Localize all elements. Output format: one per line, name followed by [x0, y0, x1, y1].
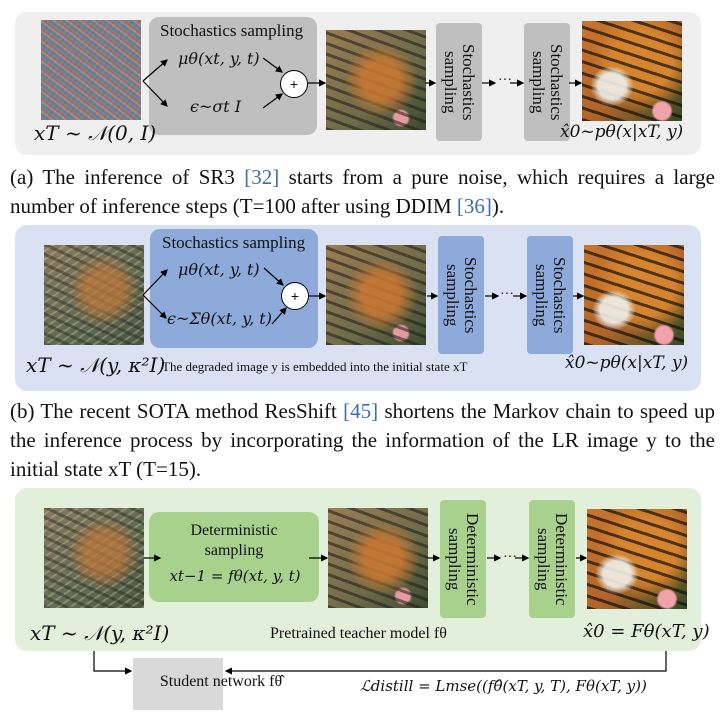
stochastic-step-box-b2: Stochastics sampling — [527, 236, 573, 354]
intermediate-tiger-image-c — [328, 508, 428, 608]
intermediate-tiger-image-a — [326, 30, 426, 130]
citation-link[interactable]: [32] — [244, 165, 280, 189]
step-label: Deterministic sampling — [534, 512, 571, 606]
teacher-model-label: Pretrained teacher model fθ — [270, 625, 447, 642]
embedding-note-b: The degraded image y is embedded into th… — [162, 359, 468, 374]
ellipsis-a: ··· — [498, 73, 512, 88]
mu-expression-a: μθ(xt, y, t) — [178, 49, 260, 68]
stochastic-step-box-a1: Stochastics sampling — [436, 23, 482, 141]
noise-image — [41, 20, 141, 120]
plus-node-a: + — [280, 70, 308, 98]
noisy-lr-tiger-image-b — [44, 245, 144, 345]
output-tiger-image-b — [584, 245, 684, 345]
output-tiger-image-c — [587, 509, 687, 609]
caption-text: shortens the Markov chain to speed up th… — [10, 399, 715, 481]
step-label: Deterministic sampling — [445, 512, 482, 606]
intermediate-tiger-image-b — [326, 245, 426, 345]
deterministic-sampling-box-c — [149, 512, 319, 602]
deterministic-step-box-c2: Deterministic sampling — [529, 500, 575, 618]
input-distribution-a: xT ~ 𝒩(0, I) — [34, 121, 157, 145]
caption-b: (b) The recent SOTA method ResShift [45]… — [10, 397, 715, 484]
stochastic-step-box-b1: Stochastics sampling — [438, 236, 484, 354]
output-tiger-image-a — [582, 21, 682, 121]
step-label: Stochastics sampling — [532, 256, 569, 334]
step-label: Stochastics sampling — [529, 43, 566, 121]
output-distribution-a: x̂0~pθ(x|xT, y) — [560, 122, 684, 142]
update-expression-c: xt−1 = fθ(xt, y, t) — [169, 567, 301, 585]
inner-title-b: Stochastics sampling — [162, 233, 306, 252]
deterministic-step-box-c1: Deterministic sampling — [440, 500, 486, 618]
noisy-lr-tiger-image-c — [44, 508, 144, 608]
caption-text: starts from a pure noise, which requires… — [10, 165, 715, 218]
citation-link[interactable]: [45] — [343, 399, 379, 423]
plus-node-b: + — [281, 282, 309, 310]
noise-expression-b: ϵ~Σθ(xt, y, t) — [167, 309, 272, 328]
noise-expression-a: ϵ~σt I — [190, 97, 242, 116]
ellipsis-b: ··· — [500, 287, 514, 302]
output-distribution-b: x̂0~pθ(x|xT, y) — [565, 353, 689, 373]
caption-a: (a) The inference of SR3 [32] starts fro… — [10, 163, 715, 221]
student-network-label: Student network fθ̂ — [159, 673, 283, 690]
inner-title-c-line1: Deterministic — [190, 522, 278, 539]
caption-text: ). — [491, 194, 505, 218]
student-network-box — [133, 658, 223, 710]
citation-link[interactable]: [36] — [456, 194, 492, 218]
caption-text: (a) The inference of SR3 — [10, 165, 245, 189]
distillation-loss: ℒdistill = Lmse((fθ̂(xT, y, T), Fθ(xT, y… — [360, 677, 647, 695]
mu-expression-b: μθ(xt, y, t) — [178, 260, 260, 279]
input-distribution-b: xT ~ 𝒩(y, κ²I) — [26, 353, 166, 377]
output-expression-c: x̂0 = Fθ(xT, y) — [583, 621, 710, 642]
stochastic-step-box-a2: Stochastics sampling — [524, 23, 570, 141]
input-distribution-c: xT ~ 𝒩(y, κ²I) — [30, 621, 170, 645]
ellipsis-c: ··· — [503, 550, 517, 565]
inner-title-c-line2: sampling — [204, 542, 264, 559]
step-label: Stochastics sampling — [443, 256, 480, 334]
step-label: Stochastics sampling — [441, 43, 478, 121]
inner-title-a: Stochastics sampling — [160, 21, 304, 40]
caption-text: (b) The recent SOTA method ResShift — [10, 399, 344, 423]
